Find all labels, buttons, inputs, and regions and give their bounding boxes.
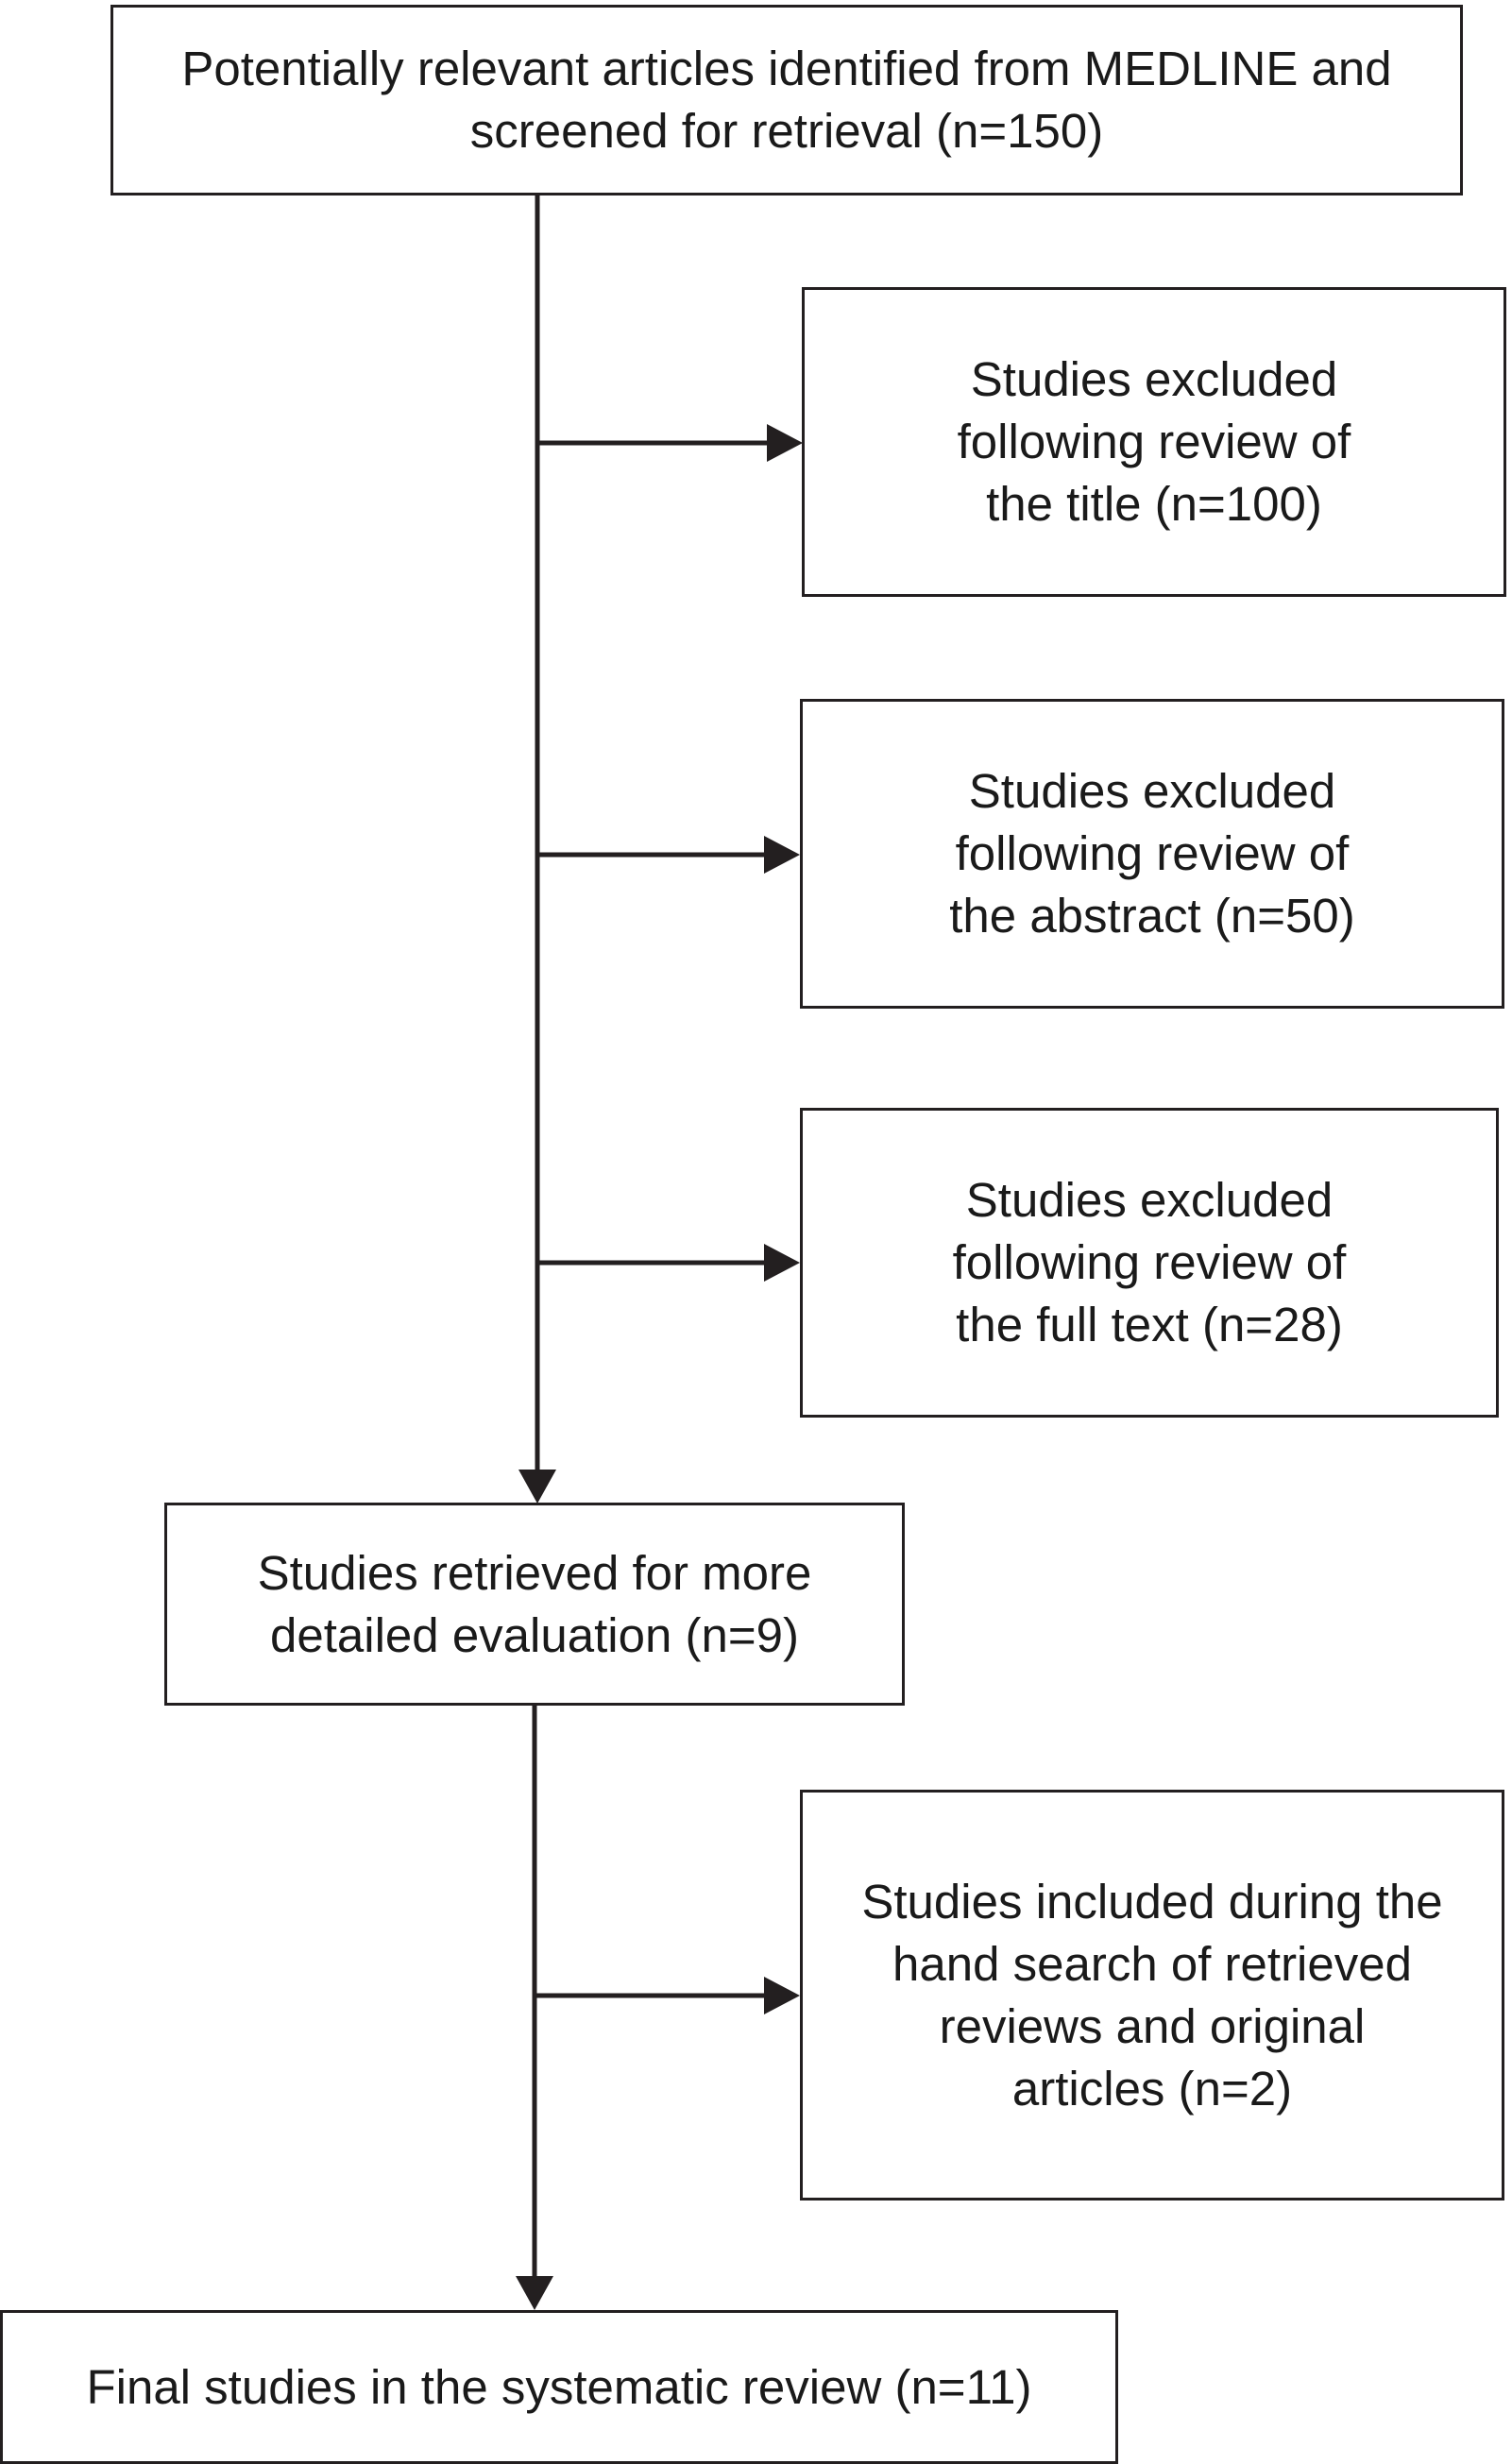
arrowhead-to-excluded-abstract <box>764 836 800 874</box>
arrowhead-to-final <box>516 2276 553 2310</box>
identified-text: Potentially relevant articles identified… <box>181 42 1392 158</box>
excluded-fulltext-box: Studies excluded following review of the… <box>800 1108 1499 1418</box>
excluded-title-box: Studies excluded following review of the… <box>802 287 1506 597</box>
retrieved-text: Studies retrieved for more detailed eval… <box>257 1545 812 1662</box>
identified-box: Potentially relevant articles identified… <box>110 5 1463 195</box>
excluded-abstract-box: Studies excluded following review of the… <box>800 699 1504 1009</box>
retrieved-box: Studies retrieved for more detailed eval… <box>164 1503 905 1706</box>
excluded-title-text: Studies excluded following review of the… <box>957 352 1351 531</box>
arrowhead-to-retrieved <box>518 1470 556 1504</box>
arrowhead-to-excluded-fulltext <box>764 1244 800 1282</box>
excluded-fulltext-text: Studies excluded following review of the… <box>952 1173 1347 1351</box>
hand-search-text: Studies included during the hand search … <box>861 1874 1443 2116</box>
final-text: Final studies in the systematic review (… <box>86 2359 1032 2414</box>
final-box: Final studies in the systematic review (… <box>0 2310 1118 2464</box>
arrowhead-to-excluded-title <box>767 424 803 462</box>
arrowhead-to-hand-search <box>764 1977 800 2014</box>
excluded-abstract-text: Studies excluded following review of the… <box>949 764 1355 943</box>
hand-search-box: Studies included during the hand search … <box>800 1790 1504 2201</box>
